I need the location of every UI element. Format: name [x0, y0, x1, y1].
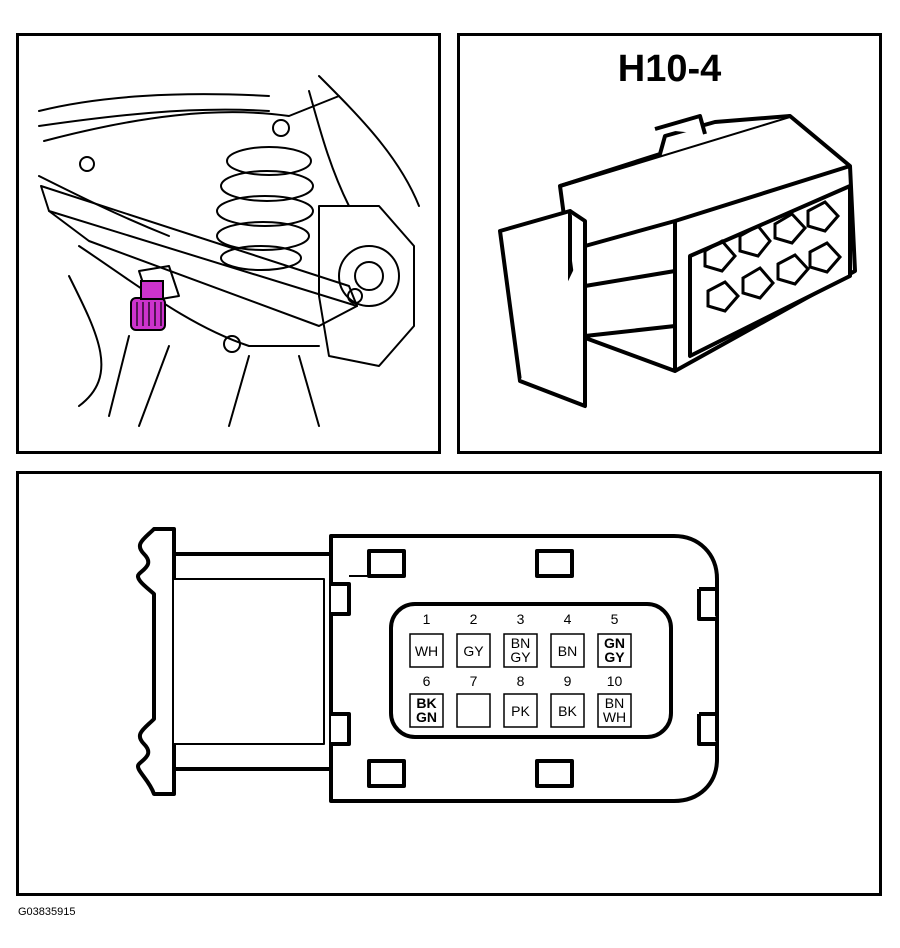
pin-cell — [503, 633, 538, 668]
location-illustration-panel — [16, 33, 441, 454]
pin-number: 1 — [423, 611, 431, 627]
pin-wire-color: BN — [511, 635, 530, 651]
pin-wire-color: GY — [604, 649, 625, 665]
pin-cell — [409, 633, 444, 668]
pin-cell — [409, 693, 444, 728]
pin-number: 3 — [517, 611, 525, 627]
pin-cell — [550, 693, 585, 728]
pin-wire-color: BK — [416, 695, 436, 711]
pin-wire-color: PK — [511, 703, 530, 719]
pin-number: 6 — [423, 673, 431, 689]
pin-wire-color: BK — [558, 703, 577, 719]
pin-number: 2 — [470, 611, 478, 627]
pin-wire-color: GY — [510, 649, 531, 665]
connector-3d-drawing — [498, 114, 857, 408]
pin-wire-color: GN — [604, 635, 625, 651]
pin-cell — [550, 633, 585, 668]
pin-cell — [456, 693, 491, 728]
pin-wire-color: WH — [415, 643, 438, 659]
figure-id: G03835915 — [18, 906, 76, 918]
pin-wire-color: GY — [463, 643, 484, 659]
highlighted-connector — [130, 280, 166, 331]
connector-title: H10-4 — [617, 48, 722, 90]
pin-wire-color: BN — [558, 643, 577, 659]
pin-number: 4 — [564, 611, 572, 627]
pin-number: 7 — [470, 673, 478, 689]
pin-number: 9 — [564, 673, 572, 689]
connector-3d-panel: H10-4 — [457, 33, 882, 454]
pin-cell — [503, 693, 538, 728]
pin-number: 10 — [607, 673, 623, 689]
suspension-illustration — [38, 75, 420, 427]
pin-number: 8 — [517, 673, 525, 689]
pin-wire-color: BN — [605, 695, 624, 711]
pin-wire-color: WH — [603, 709, 626, 725]
pin-number: 5 — [611, 611, 619, 627]
pin-cell — [597, 633, 632, 668]
pin-cell — [456, 633, 491, 668]
pin-cell — [597, 693, 632, 728]
pin-wire-color: GN — [416, 709, 437, 725]
